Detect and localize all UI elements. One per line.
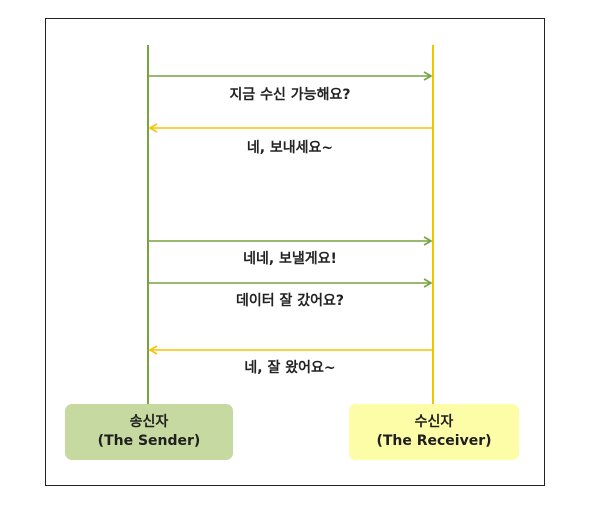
message-label-4: 데이터 잘 갔어요? [235, 293, 345, 309]
message-label-1: 지금 수신 가능해요? [229, 87, 351, 103]
message-arrow-4-head [423, 278, 433, 288]
receiver-box: 수신자 (The Receiver) [349, 404, 519, 460]
message-arrow-2-head [148, 123, 158, 133]
sender-name: 송신자 [129, 414, 169, 430]
message-arrow-4 [148, 278, 433, 288]
message-arrow-2 [148, 123, 433, 133]
message-label-5: 네, 잘 왔어요~ [244, 360, 336, 376]
message-label-2: 네, 보내세요~ [246, 140, 334, 156]
message-arrow-3 [148, 236, 433, 246]
receiver-english-name: (The Receiver) [376, 433, 492, 449]
sender-box: 송신자 (The Sender) [65, 404, 233, 460]
sender-english-name: (The Sender) [97, 433, 201, 449]
message-arrow-3-head [423, 236, 433, 246]
message-arrow-1-head [423, 71, 433, 81]
receiver-name: 수신자 [414, 414, 454, 430]
message-arrow-1 [148, 71, 433, 81]
message-arrow-5 [148, 345, 433, 355]
message-arrow-5-head [148, 345, 158, 355]
message-label-3: 네네, 보낼게요! [243, 251, 337, 267]
